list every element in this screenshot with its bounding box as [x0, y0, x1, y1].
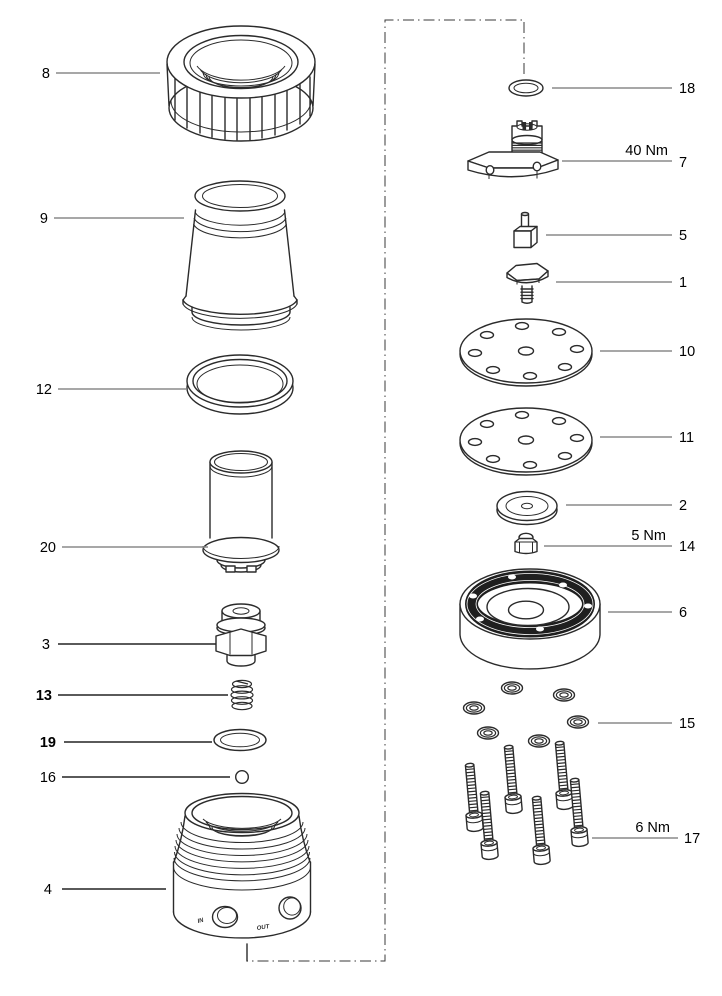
callout-4: 4	[44, 882, 52, 898]
callout-10: 10	[679, 344, 695, 360]
part-17-screws-drawing	[460, 739, 590, 866]
callout-7: 7	[679, 155, 687, 171]
callout-19: 19	[40, 735, 56, 751]
callout-5: 5	[679, 228, 687, 244]
part-20-filter-element-drawing	[202, 450, 280, 573]
callout-16: 16	[40, 770, 56, 786]
callout-1: 1	[679, 275, 687, 291]
callout-9: 9	[40, 211, 48, 227]
callout-8: 8	[42, 66, 50, 82]
callout-6: 6	[679, 605, 687, 621]
part-13-spring-drawing	[230, 679, 254, 711]
part-8-swivel-nut-drawing	[166, 25, 316, 142]
part-19-o-ring-drawing	[213, 728, 267, 752]
housing-in-marking: IN	[197, 918, 205, 925]
torque-note-17: 6 Nm	[635, 820, 670, 836]
part-15-washers-drawing	[462, 681, 590, 748]
part-12-seal-ring-drawing	[186, 354, 294, 415]
torque-note-7: 40 Nm	[625, 143, 668, 159]
callout-20: 20	[40, 540, 56, 556]
callouts-right: 18 40 Nm 7 5 1 10 11 2 5 Nm 14 6 15 6 Nm…	[544, 81, 700, 847]
torque-note-14: 5 Nm	[631, 528, 666, 544]
part-3-outlet-fitting-drawing	[215, 603, 267, 667]
part-1-wing-screw-drawing	[506, 262, 549, 304]
part-7-valve-insert-drawing	[467, 120, 559, 179]
part-18-o-ring-drawing	[508, 79, 544, 97]
callout-15: 15	[679, 716, 695, 732]
housing-out-marking: OUT	[256, 924, 271, 932]
callout-12: 12	[36, 382, 52, 398]
callouts-left: 8 9 12 20 3 13 19 16 4	[36, 66, 230, 898]
part-16-ball-drawing	[234, 770, 249, 785]
part-14-hex-nut-drawing	[514, 532, 538, 555]
callout-11: 11	[679, 430, 694, 446]
callout-2: 2	[679, 498, 687, 514]
callout-13: 13	[36, 688, 52, 704]
callout-3: 3	[42, 637, 50, 653]
part-11-diaphragm-plate-drawing	[459, 407, 593, 476]
part-2-support-disc-drawing	[496, 490, 558, 526]
callout-17: 17	[684, 831, 700, 847]
part-6-chamber-drawing	[459, 568, 601, 670]
part-5-valve-stem-drawing	[513, 211, 538, 249]
callout-14: 14	[679, 539, 695, 555]
callout-18: 18	[679, 81, 695, 97]
part-10-diaphragm-plate-drawing	[459, 318, 593, 387]
part-9-filter-bowl-drawing	[182, 180, 298, 331]
assembly-centerline	[247, 19, 525, 962]
part-4-filter-housing-drawing: IN OUT	[172, 792, 312, 939]
